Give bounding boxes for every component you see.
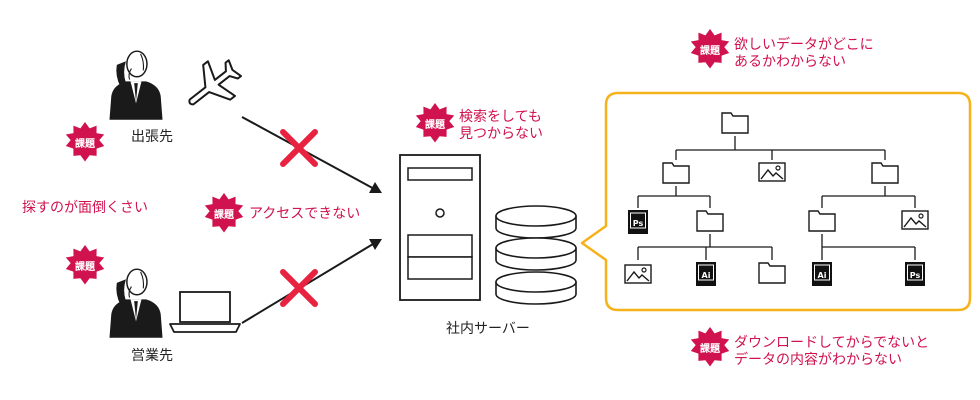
folder-icon bbox=[758, 262, 786, 284]
svg-text:課題: 課題 bbox=[425, 118, 446, 131]
issue-badge: 課題 bbox=[65, 122, 105, 162]
svg-text:Ai: Ai bbox=[818, 271, 827, 280]
photoshop-file-icon: Ps bbox=[905, 262, 925, 286]
illustrator-file-icon: Ai bbox=[696, 262, 716, 286]
svg-text:Ps: Ps bbox=[910, 271, 921, 280]
image-file-icon bbox=[758, 162, 786, 182]
issue-unknown-location-line1: 欲しいデータがどこに bbox=[734, 37, 874, 53]
image-file-icon bbox=[624, 264, 652, 284]
issue-badge: 課題 bbox=[415, 103, 455, 143]
image-file-icon bbox=[901, 210, 929, 230]
folder-icon bbox=[696, 210, 724, 232]
svg-text:Ai: Ai bbox=[702, 271, 711, 280]
svg-text:Ps: Ps bbox=[633, 219, 644, 228]
database-icon bbox=[495, 205, 577, 305]
trip-access-arrow bbox=[241, 116, 382, 193]
server-tower-icon bbox=[399, 154, 481, 301]
trip-location-label: 出張先 bbox=[131, 129, 173, 145]
issue-badge: 課題 bbox=[204, 193, 244, 233]
laptop-icon bbox=[169, 291, 241, 333]
svg-text:課題: 課題 bbox=[214, 208, 235, 221]
traveler-person-icon bbox=[108, 50, 164, 121]
server-label: 社内サーバー bbox=[446, 321, 530, 337]
issue-unknown-location-line2: あるかわからない bbox=[734, 54, 846, 70]
sales-location-label: 営業先 bbox=[131, 348, 173, 364]
issue-download-line2: データの内容がわからない bbox=[734, 352, 902, 368]
issue-download-line1: ダウンロードしてからでないと bbox=[734, 335, 930, 351]
issue-badge: 課題 bbox=[690, 29, 730, 69]
issue-badge: 課題 bbox=[690, 327, 730, 367]
file-tree-callout bbox=[580, 91, 972, 312]
photoshop-file-icon: Ps bbox=[628, 210, 648, 234]
blocked-cross-icon bbox=[280, 129, 318, 167]
issue-badge: 課題 bbox=[65, 245, 105, 285]
svg-text:課題: 課題 bbox=[75, 137, 96, 150]
svg-text:課題: 課題 bbox=[700, 342, 721, 355]
issue-search-hard-text: 探すのが面倒くさい bbox=[22, 200, 148, 216]
tree-connector-lines bbox=[637, 136, 916, 260]
svg-text:課題: 課題 bbox=[75, 260, 96, 273]
blocked-cross-icon bbox=[280, 269, 318, 307]
folder-icon bbox=[808, 210, 836, 232]
svg-text:課題: 課題 bbox=[700, 44, 721, 57]
sales-access-arrow bbox=[241, 239, 382, 324]
illustrator-file-icon: Ai bbox=[812, 262, 832, 286]
airplane-icon bbox=[188, 59, 243, 106]
folder-icon bbox=[662, 162, 690, 184]
issue-not-found-line2: 見つからない bbox=[459, 126, 543, 142]
issue-not-found-line1: 検索をしても bbox=[459, 109, 542, 125]
issue-no-access-text: アクセスできない bbox=[249, 206, 361, 222]
sales-person-icon bbox=[108, 268, 164, 339]
folder-icon bbox=[871, 162, 899, 184]
root-folder-icon bbox=[721, 112, 749, 134]
